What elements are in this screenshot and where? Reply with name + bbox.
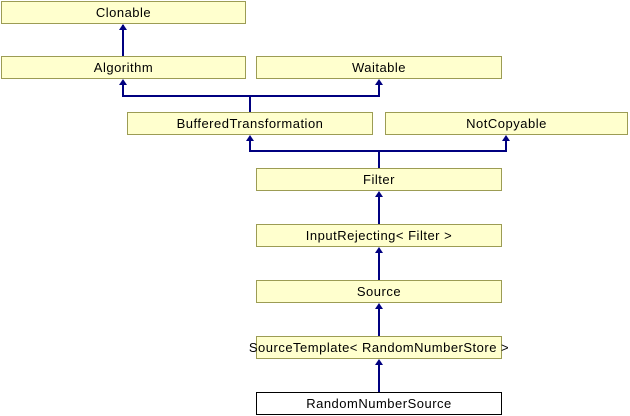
class-box-not-copyable[interactable]: NotCopyable bbox=[385, 112, 628, 135]
edge-line bbox=[378, 196, 380, 224]
edge-line bbox=[378, 364, 380, 392]
class-label: RandomNumberSource bbox=[306, 396, 452, 411]
class-label: SourceTemplate< RandomNumberStore > bbox=[248, 340, 510, 355]
inheritance-arrow-icon bbox=[375, 247, 383, 253]
inheritance-arrow-icon bbox=[502, 135, 510, 141]
edge-line bbox=[122, 84, 124, 97]
class-box-buffered-transformation[interactable]: BufferedTransformation bbox=[127, 112, 373, 135]
class-label: Waitable bbox=[351, 60, 407, 75]
inheritance-arrow-icon bbox=[119, 79, 127, 85]
edge-line bbox=[378, 84, 380, 97]
class-label: Clonable bbox=[95, 5, 152, 20]
class-label: Source bbox=[356, 284, 402, 299]
inheritance-arrow-icon bbox=[246, 135, 254, 141]
edge-line bbox=[249, 140, 251, 152]
edge-line bbox=[122, 95, 380, 97]
class-label: NotCopyable bbox=[466, 116, 547, 131]
class-label: BufferedTransformation bbox=[176, 116, 324, 131]
class-box-source-template[interactable]: SourceTemplate< RandomNumberStore > bbox=[249, 336, 509, 359]
edge-line bbox=[249, 95, 251, 112]
class-box-clonable[interactable]: Clonable bbox=[1, 1, 246, 24]
edge-line bbox=[122, 25, 124, 56]
inheritance-arrow-icon bbox=[119, 24, 127, 30]
inheritance-arrow-icon bbox=[375, 191, 383, 197]
inheritance-arrow-icon bbox=[375, 303, 383, 309]
class-box-source[interactable]: Source bbox=[256, 280, 502, 303]
class-box-filter[interactable]: Filter bbox=[256, 168, 502, 191]
class-box-algorithm[interactable]: Algorithm bbox=[1, 56, 246, 79]
class-box-waitable[interactable]: Waitable bbox=[256, 56, 502, 79]
class-box-random-number-source: RandomNumberSource bbox=[256, 392, 502, 415]
edge-line bbox=[378, 252, 380, 280]
edge-line bbox=[378, 308, 380, 336]
inheritance-arrow-icon bbox=[375, 359, 383, 365]
edge-line bbox=[378, 150, 380, 168]
inheritance-arrow-icon bbox=[375, 79, 383, 85]
class-label: Algorithm bbox=[93, 60, 154, 75]
class-box-input-rejecting-filter[interactable]: InputRejecting< Filter > bbox=[256, 224, 502, 247]
class-label: Filter bbox=[363, 172, 395, 187]
class-label: InputRejecting< Filter > bbox=[305, 228, 453, 243]
edge-line bbox=[505, 140, 507, 152]
